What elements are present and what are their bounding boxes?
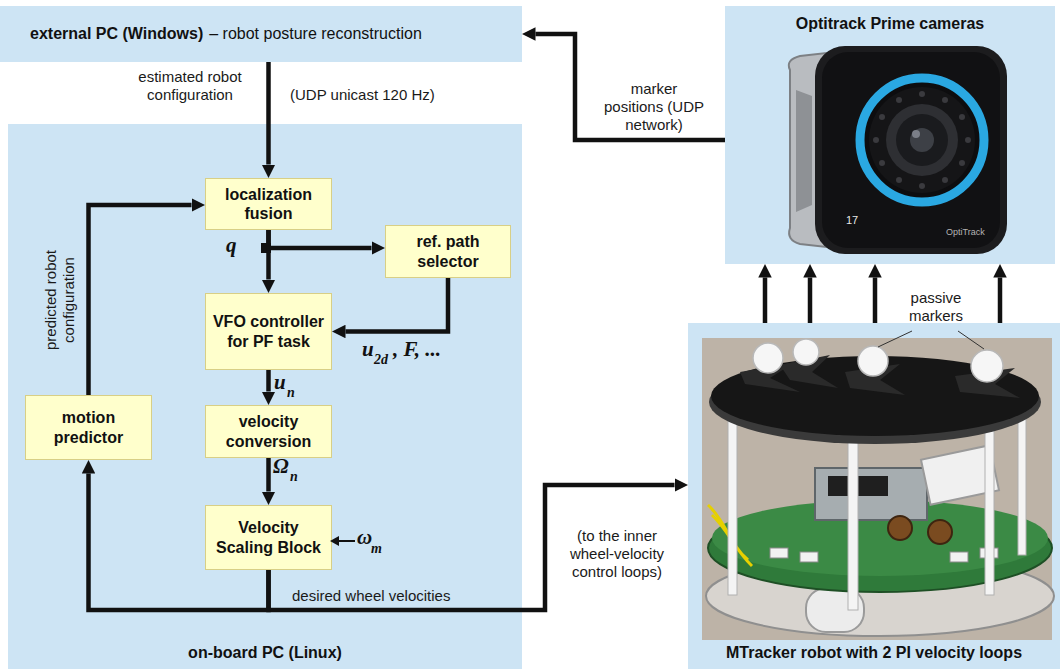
process-box: VFO controller for PF task [205, 293, 332, 370]
panel-heading: Optitrack Prime cameras [725, 14, 1055, 33]
process-box: velocity conversion [205, 405, 332, 458]
edge-label: desired wheel velocities [292, 587, 450, 605]
process-box: localization fusion [205, 178, 332, 230]
label-holder: q [226, 234, 237, 257]
label-holder: (to the inner wheel-velocity control loo… [553, 527, 681, 581]
camera-display: 17 [846, 214, 858, 226]
label-holder: OptiTrack [946, 228, 985, 238]
label-holder: (UDP unicast 120 Hz) [290, 86, 435, 104]
signal-name: q [226, 234, 237, 257]
label-holder: Ω [273, 455, 289, 478]
input-arrow [261, 243, 355, 546]
label-holder: 2d [374, 352, 388, 367]
edge-label: estimated robot configuration [120, 68, 260, 104]
signal-arrow [346, 278, 449, 332]
signal-arrow [266, 458, 271, 492]
label-holder: u [274, 371, 286, 394]
label-holder: , F, ... [393, 338, 441, 361]
signal-name: u [362, 338, 374, 361]
box-label: VFO controller for PF task [210, 312, 327, 350]
signal-subscript: n [290, 469, 298, 484]
band-text: – robot posture reconstruction [209, 24, 422, 43]
label-holder: n [290, 469, 298, 484]
signal-arrow [536, 34, 726, 140]
camera-logo: OptiTrack [946, 228, 985, 238]
signal-arrow [266, 62, 271, 165]
process-box: Velocity Scaling Block [205, 505, 332, 570]
callout-label: passive markers [898, 289, 974, 325]
label-holder: ω [357, 526, 372, 549]
signal-arrow [808, 278, 813, 324]
label-holder: 17 [846, 214, 858, 226]
edge-label: marker positions (UDP network) [600, 80, 708, 134]
signal-name: ω [357, 526, 372, 549]
label-holder: desired wheel velocities [292, 587, 450, 605]
robot-illustration [702, 331, 1054, 640]
label-holder: n [287, 385, 295, 400]
box-label: velocity conversion [210, 412, 327, 450]
robot-panel: MTracker robot with 2 PI velocity loops [688, 323, 1060, 669]
label-holder: marker positions (UDP network) [600, 80, 708, 134]
signal-arrow [266, 230, 271, 280]
signal-name: , F, ... [393, 338, 441, 361]
camera-panel: Optitrack Prime cameras [725, 6, 1055, 264]
pc-band: external PC (Windows) – robot posture rec… [0, 6, 522, 62]
signal-subscript: m [371, 541, 382, 556]
process-box: motion predictor [25, 395, 152, 460]
signal-subscript: n [287, 385, 295, 400]
signal-arrow [89, 474, 269, 611]
box-label: motion predictor [30, 408, 147, 446]
box-label: ref. path selector [390, 232, 506, 270]
process-box: ref. path selector [385, 225, 511, 278]
signal-name: u [274, 371, 286, 394]
signal-subscript: 2d [374, 352, 388, 367]
signal-arrow [266, 370, 271, 392]
label-holder: m [371, 541, 382, 556]
box-label: localization fusion [210, 185, 327, 223]
signal-arrow [873, 278, 878, 324]
signal-name: Ω [273, 455, 289, 478]
signal-arrow [89, 205, 192, 395]
panel-heading: MTracker robot with 2 PI velocity loops [688, 643, 1060, 662]
signal-arrow [998, 278, 1003, 324]
label-holder: u [362, 338, 374, 361]
panel-heading: on-board PC (Linux) [8, 643, 522, 662]
label-holder: passive markers [898, 289, 974, 325]
label-holder: predicted robot configuration [42, 232, 78, 368]
edge-note: predicted robot configuration [42, 232, 78, 368]
label-holder: estimated robot configuration [120, 68, 260, 104]
band-heading: external PC (Windows) [30, 24, 203, 43]
edge-note: (to the inner wheel-velocity control loo… [553, 527, 681, 581]
camera-illustration [789, 46, 1007, 254]
protocol-note: (UDP unicast 120 Hz) [290, 86, 435, 104]
box-label: Velocity Scaling Block [210, 518, 327, 556]
signal-arrow [763, 278, 768, 324]
signal-arrow [269, 230, 372, 248]
